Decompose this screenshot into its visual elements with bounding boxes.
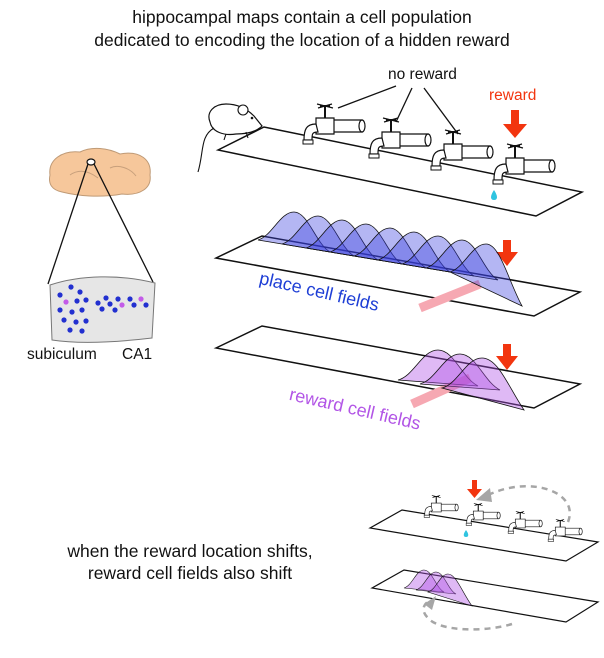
hippocampus-slice xyxy=(49,276,156,343)
reward-label: reward xyxy=(489,87,537,104)
down-arrow-icon xyxy=(503,110,527,138)
track-plane-place xyxy=(213,235,583,317)
faucet-icon xyxy=(492,143,556,185)
bottom-caption-line-2: reward cell fields also shift xyxy=(87,563,293,583)
track-plane-reward xyxy=(213,325,583,409)
place-cell-fields xyxy=(257,211,523,307)
no-reward-label: no reward xyxy=(388,66,457,83)
faucet-icon xyxy=(430,129,494,171)
mouse-icon xyxy=(197,103,263,173)
faucet-icon xyxy=(423,494,459,518)
faucet-icon xyxy=(302,103,366,145)
reward-cell-fields xyxy=(397,349,525,411)
track-plane-reward-small xyxy=(370,569,600,623)
down-arrow-icon xyxy=(467,480,482,498)
down-arrow-icon xyxy=(496,344,518,370)
curved-arrow-icon xyxy=(476,488,492,502)
down-arrow-icon xyxy=(496,240,518,266)
brain-icon xyxy=(49,147,151,197)
track-plane-faucets xyxy=(215,126,585,217)
no-reward-pointers xyxy=(337,85,459,135)
water-drop-icon xyxy=(463,530,469,537)
title-line-1: hippocampal maps contain a cell populati… xyxy=(132,7,472,27)
ca1-label: CA1 xyxy=(122,346,153,363)
bottom-caption-line-1: when the reward location shifts, xyxy=(67,541,313,561)
curved-arrow-icon xyxy=(485,485,571,523)
water-drop-icon xyxy=(491,190,497,200)
subiculum-label: subiculum xyxy=(27,346,97,363)
reward-location-marker xyxy=(410,373,472,409)
curved-arrow-icon xyxy=(424,596,436,610)
faucet-icon xyxy=(465,502,501,526)
faucet-icon xyxy=(368,117,432,159)
title-line-2: dedicated to encoding the location of a … xyxy=(94,30,510,50)
reward-location-marker xyxy=(418,279,482,313)
track-plane-faucets-small xyxy=(368,509,600,562)
reward-cell-fields-small xyxy=(403,569,473,607)
